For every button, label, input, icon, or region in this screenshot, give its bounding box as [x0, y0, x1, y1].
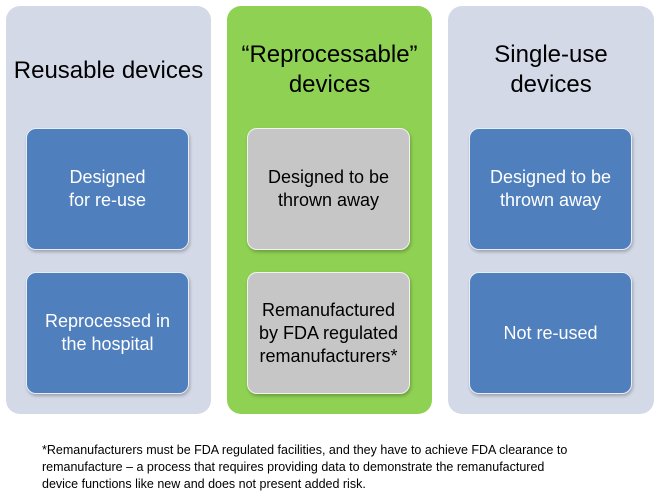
reprocessable-designed-box: Designed to be thrown away — [247, 128, 410, 250]
single-use-designed-box: Designed to be thrown away — [469, 128, 632, 250]
column-title-reusable: Reusable devices — [13, 57, 204, 84]
reusable-designed-box: Designed for re-use — [26, 128, 189, 250]
column-title-single-use: Single-use devices — [494, 41, 608, 98]
single-use-devices-column: Single-use devices Designed to be thrown… — [448, 6, 654, 414]
reprocessable-devices-column: “Reprocessable” devices Designed to be t… — [227, 6, 432, 414]
column-title-reprocessable: “Reprocessable” devices — [241, 41, 418, 98]
reprocessable-remanufactured-box: Remanufactured by FDA regulated remanufa… — [247, 272, 410, 394]
reusable-devices-column: Reusable devices Designed for re-use Rep… — [6, 6, 211, 414]
single-use-not-reused-box: Not re-used — [469, 272, 632, 394]
reusable-reprocessed-box: Reprocessed in the hospital — [26, 272, 189, 394]
footnote: *Remanufacturers must be FDA regulated f… — [42, 443, 568, 491]
